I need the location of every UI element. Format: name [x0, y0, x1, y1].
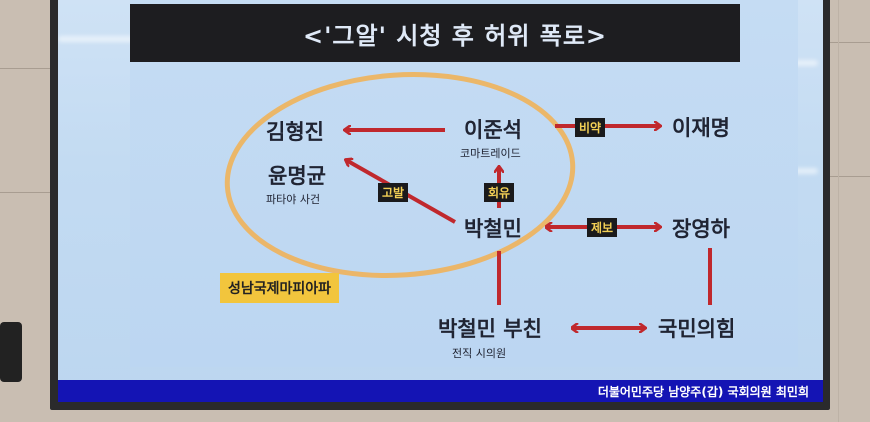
slide-title: <'그알' 시청 후 허위 폭로>: [302, 21, 608, 50]
edge-label-accuse: 고발: [378, 183, 409, 202]
node-yoon-myunggyun: 윤명균: [268, 164, 326, 188]
node-lee-jaemyung: 이재명: [672, 116, 730, 140]
node-kim-hyungjin: 김형진: [266, 120, 324, 144]
edge-label-tip: 제보: [587, 218, 618, 237]
node-jang-youngha: 장영하: [672, 217, 730, 241]
presentation-slide: <'그알' 시청 후 허위 폭로>: [130, 0, 798, 367]
relationship-arrows: [224, 72, 712, 367]
wall-tile-line: [0, 192, 56, 193]
wall-tile-line: [0, 68, 56, 69]
wall-tile-line: [828, 176, 870, 177]
monitor-screen: <'그알' 시청 후 허위 폭로>: [58, 0, 823, 402]
node-lee-junseok: 이준석: [464, 118, 522, 142]
node-park-cheolmin: 박철민: [464, 217, 522, 241]
screen-glare: [58, 36, 178, 42]
node-lee-junseok-subtitle: 코마트레이드: [460, 147, 521, 160]
edge-label-bias: 비약: [575, 118, 606, 137]
node-ppp: 국민의힘: [658, 317, 736, 341]
edge-label-persuade: 회유: [484, 183, 515, 202]
camera-equipment: [0, 322, 22, 382]
wall-tile-line: [828, 42, 870, 43]
footer-banner: 더불어민주당 남양주(갑) 국회의원 최민희: [58, 380, 823, 402]
slide-title-bar: <'그알' 시청 후 허위 폭로>: [130, 4, 740, 62]
footer-text: 더불어민주당 남양주(갑) 국회의원 최민희: [597, 384, 809, 399]
display-monitor: <'그알' 시청 후 허위 폭로>: [50, 0, 830, 410]
node-park-father: 박철민 부친: [438, 317, 542, 341]
node-park-father-subtitle: 전직 시의원: [452, 347, 507, 360]
node-yoon-myunggyun-subtitle: 파타야 사건: [266, 193, 321, 206]
wall-tile-line: [838, 0, 839, 422]
group-label: 성남국제마피아파: [220, 273, 340, 303]
